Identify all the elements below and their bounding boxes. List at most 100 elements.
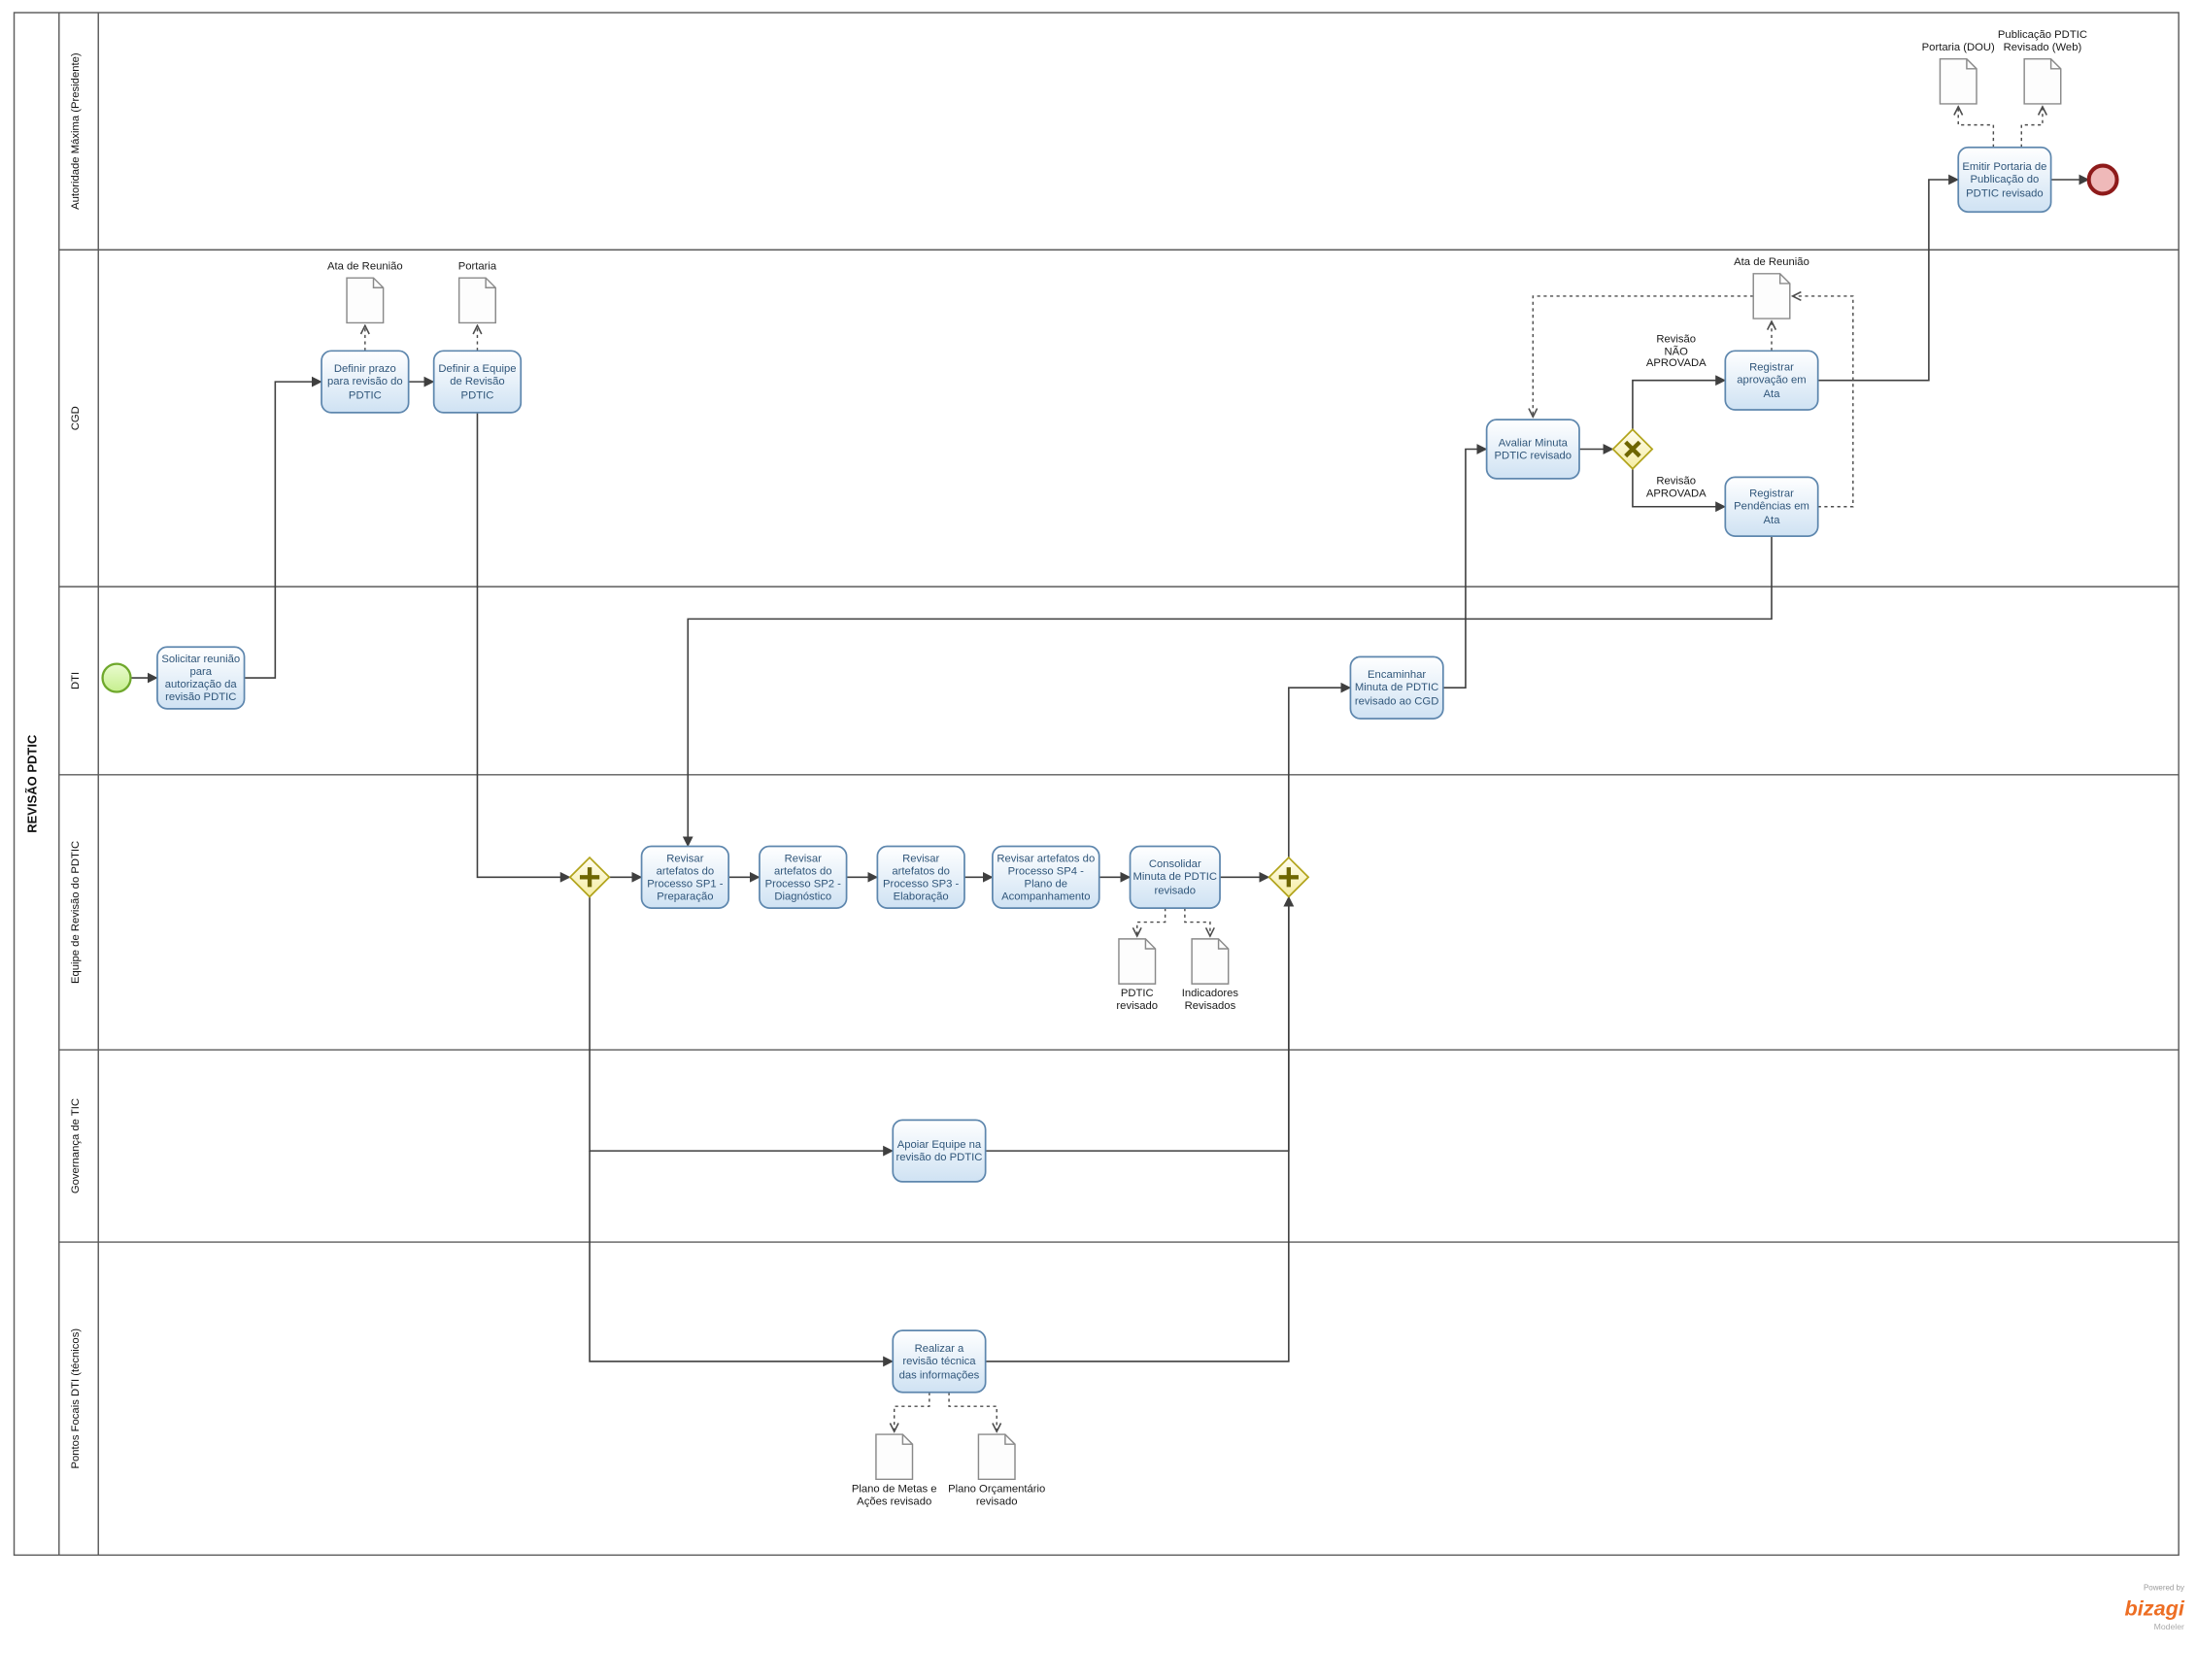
label-task-revisar-sp3: Revisar artefatos do Processo SP3 - Elab… (883, 851, 960, 903)
document-icon (1191, 938, 1230, 985)
label-doc-ata-reuniao-cgd: Ata de Reunião (326, 259, 403, 273)
task-revisar-sp1[interactable]: Revisar artefatos do Processo SP1 - Prep… (640, 845, 730, 909)
document-icon (457, 277, 496, 324)
x-icon (1624, 440, 1641, 458)
flow-registrar-aprovacao-emitir (1817, 174, 1959, 382)
task-definir-equipe[interactable]: Definir a Equipe de Revisão PDTIC (432, 350, 523, 414)
assoc-emitir-publicacao-web (2020, 107, 2043, 148)
label-task-emitir-portaria: Emitir Portaria de Publicação do PDTIC r… (1962, 160, 2047, 199)
label-doc-publicacao-web: Publicação PDTIC Revisado (Web) (1997, 28, 2087, 53)
gateway-paralelo-abertura[interactable] (568, 856, 611, 898)
flow-revisao-tecnica-gateway (985, 895, 1295, 1362)
task-revisar-sp3[interactable]: Revisar artefatos do Processo SP3 - Elab… (876, 845, 965, 909)
start-event[interactable] (101, 662, 132, 693)
label-task-definir-equipe: Definir a Equipe de Revisão PDTIC (438, 362, 517, 401)
lane-label-equipe-revisao-pdtic: Equipe de Revisão do PDTIC (70, 841, 82, 984)
flow-registrar-pendencias-sp1 (682, 536, 1773, 848)
label-doc-ata-reuniao-2: Ata de Reunião (1734, 255, 1809, 269)
flow-gateway-revisao-tecnica (589, 1151, 894, 1367)
assoc-consolidar-indicadores (1184, 908, 1210, 936)
start-event-circle (101, 662, 132, 693)
label-doc-portaria: Portaria (457, 259, 497, 273)
label-doc-plano-metas: Plano de Metas e Ações revisado (851, 1482, 937, 1508)
assoc-ata-avaliar (1533, 295, 1754, 417)
label-task-definir-prazo: Definir prazo para revisão do PDTIC (326, 362, 403, 401)
doc-ata-reuniao-cgd[interactable]: Ata de Reunião (309, 240, 422, 324)
document-icon (1118, 938, 1157, 985)
doc-publicacao-web[interactable]: Publicação PDTIC Revisado (Web) (1988, 21, 2098, 105)
flow-decisao-registrar-pendencias (1632, 468, 1727, 513)
label-task-registrar-pendencias: Registrar Pendências em Ata (1734, 487, 1809, 526)
lane-label-autoridade-maxima: Autoridade Máxima (Presidente) (70, 52, 82, 210)
task-apoiar-equipe[interactable]: Apoiar Equipe na revisão do PDTIC (892, 1119, 987, 1183)
document-fold-icon (1217, 938, 1229, 950)
assoc-revisao-tecnica-plano-orcamentario (948, 1392, 997, 1431)
label-task-solicitar-reuniao: Solicitar reunião para autorização da re… (161, 652, 241, 704)
label-doc-portaria-dou: Portaria (DOU) (1921, 40, 1995, 53)
document-fold-icon (1004, 1434, 1016, 1445)
flow-gateway-encaminhar (1288, 682, 1352, 858)
doc-portaria[interactable]: Portaria (428, 240, 526, 324)
document-fold-icon (1778, 273, 1790, 285)
label-task-revisar-sp2: Revisar artefatos do Processo SP2 - Diag… (764, 851, 841, 903)
pool-label: REVISÃO PDTIC (25, 734, 40, 833)
doc-ata-reuniao-2[interactable]: Ata de Reunião (1715, 236, 1828, 319)
label-task-apoiar-equipe: Apoiar Equipe na revisão do PDTIC (896, 1137, 983, 1164)
powered-by-text: Powered by (2144, 1584, 2184, 1593)
task-avaliar-minuta[interactable]: Avaliar Minuta PDTIC revisado (1485, 419, 1580, 480)
document-fold-icon (901, 1434, 913, 1445)
document-fold-icon (1144, 938, 1156, 950)
task-definir-prazo[interactable]: Definir prazo para revisão do PDTIC (321, 350, 410, 414)
document-fold-icon (2049, 58, 2061, 70)
pool-revisao-pdtic: REVISÃO PDTIC Autoridade Máxima (Presiden… (13, 12, 2180, 1557)
document-icon (977, 1433, 1016, 1481)
assoc-emitir-portaria-dou (1958, 107, 1995, 148)
document-icon (2023, 57, 2062, 105)
gateway-decisao-revisao[interactable] (1611, 428, 1654, 470)
flow-label-nao-aprovada: Revisão NÃO APROVADA (1645, 332, 1707, 370)
document-icon (346, 277, 385, 324)
label-doc-indicadores-revisados: Indicadores Revisados (1181, 987, 1239, 1012)
assoc-revisao-tecnica-plano-metas (895, 1392, 930, 1431)
nodes: Solicitar reunião para autorização da re… (101, 21, 2119, 1524)
lane-label-pontos-focais-dti: Pontos Focais DTI (técnicos) (70, 1328, 82, 1469)
document-fold-icon (1966, 58, 1977, 70)
task-revisar-sp2[interactable]: Revisar artefatos do Processo SP2 - Diag… (759, 845, 848, 909)
end-event[interactable] (2086, 163, 2119, 196)
task-emitir-portaria[interactable]: Emitir Portaria de Publicação do PDTIC r… (1957, 146, 2052, 214)
document-icon (1939, 57, 1977, 105)
flow-definir-equipe-gateway (476, 412, 571, 883)
task-revisao-tecnica[interactable]: Realizar a revisão técnica das informaçõ… (892, 1329, 987, 1394)
doc-portaria-dou[interactable]: Portaria (DOU) (1912, 21, 2005, 105)
gateway-paralelo-fechamento[interactable] (1268, 856, 1310, 898)
task-revisar-sp4[interactable]: Revisar artefatos do Processo SP4 - Plan… (992, 845, 1100, 909)
task-encaminhar-minuta[interactable]: Encaminhar Minuta de PDTIC revisado ao C… (1349, 655, 1444, 720)
task-consolidar-minuta[interactable]: Consolidar Minuta de PDTIC revisado (1129, 845, 1221, 909)
pool-border (13, 12, 2180, 1557)
flow-label-aprovada: Revisão APROVADA (1645, 474, 1707, 500)
lane-label-cgd: CGD (70, 406, 82, 430)
task-solicitar-reuniao[interactable]: Solicitar reunião para autorização da re… (156, 646, 246, 710)
doc-plano-metas[interactable]: Plano de Metas e Ações revisado (844, 1433, 945, 1524)
label-task-registrar-aprovacao: Registrar aprovação em Ata (1737, 360, 1807, 400)
label-task-revisar-sp4: Revisar artefatos do Processo SP4 - Plan… (997, 851, 1096, 903)
lane-label-dti: DTI (70, 672, 82, 689)
label-doc-pdtic-revisado: PDTIC revisado (1116, 987, 1159, 1012)
doc-indicadores-revisados[interactable]: Indicadores Revisados (1170, 938, 1249, 1028)
document-fold-icon (485, 278, 496, 289)
label-task-consolidar-minuta: Consolidar Minuta de PDTIC revisado (1132, 857, 1217, 896)
doc-pdtic-revisado[interactable]: PDTIC revisado (1106, 938, 1168, 1028)
bizagi-logo-text: bizagi (2125, 1596, 2185, 1621)
modeler-text: Modeler (2154, 1622, 2184, 1631)
label-task-encaminhar-minuta: Encaminhar Minuta de PDTIC revisado ao C… (1354, 668, 1439, 707)
label-task-revisar-sp1: Revisar artefatos do Processo SP1 - Prep… (647, 851, 724, 903)
label-task-avaliar-minuta: Avaliar Minuta PDTIC revisado (1494, 436, 1572, 462)
task-registrar-aprovacao[interactable]: Registrar aprovação em Ata (1724, 350, 1819, 411)
task-registrar-pendencias[interactable]: Registrar Pendências em Ata (1724, 476, 1819, 537)
plus-icon (579, 867, 600, 888)
flow-encaminhar-avaliar (1442, 444, 1488, 689)
flow-decisao-registrar-aprovacao (1632, 375, 1727, 430)
document-fold-icon (372, 278, 384, 289)
doc-plano-orcamentario[interactable]: Plano Orçamentário revisado (938, 1433, 1056, 1524)
